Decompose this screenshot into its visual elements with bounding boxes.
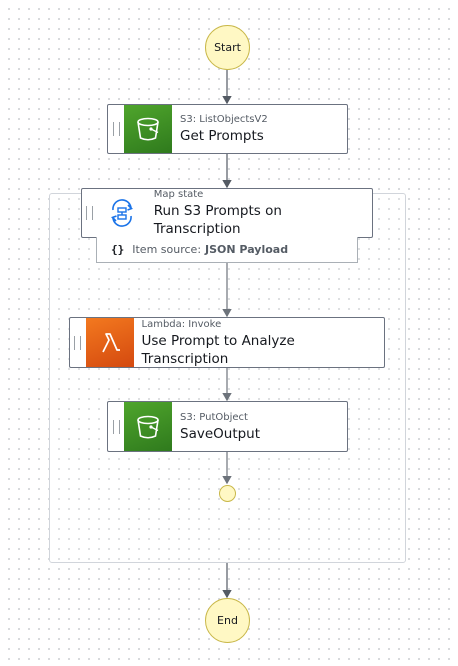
drag-handle[interactable] (108, 402, 124, 451)
map-iteration-end-node[interactable] (219, 485, 236, 502)
start-label: Start (214, 41, 241, 54)
state-type: Lambda: Invoke (141, 318, 222, 330)
state-map-run-prompts[interactable]: Map state Run S3 Prompts on Transcriptio… (81, 188, 373, 238)
lambda-icon (85, 318, 134, 367)
braces-icon: {} (111, 243, 125, 256)
state-name: Get Prompts (180, 128, 264, 144)
state-type: Map state (153, 189, 204, 200)
drag-handle[interactable] (82, 189, 98, 237)
state-lambda-analyze[interactable]: Lambda: Invoke Use Prompt to Analyze Tra… (69, 317, 385, 368)
item-source-label: Item source: (132, 243, 202, 256)
item-source-bar[interactable]: {} Item source: JSON Payload (96, 237, 358, 263)
state-type: S3: ListObjectsV2 (180, 114, 268, 125)
state-type: S3: PutObject (180, 411, 248, 423)
state-save-output[interactable]: S3: PutObject SaveOutput (107, 401, 348, 452)
state-name: Run S3 Prompts on Transcription (153, 203, 282, 237)
start-node[interactable]: Start (205, 25, 250, 70)
s3-bucket-icon (124, 105, 172, 153)
state-name: SaveOutput (180, 425, 261, 442)
drag-handle[interactable] (70, 318, 86, 367)
state-get-prompts[interactable]: S3: ListObjectsV2 Get Prompts (107, 104, 348, 154)
end-label: End (217, 614, 238, 627)
item-source-value: JSON Payload (205, 243, 289, 256)
map-state-icon (97, 189, 146, 237)
drag-handle[interactable] (108, 105, 124, 153)
state-name: Use Prompt to Analyze Transcription (141, 332, 295, 367)
end-node[interactable]: End (205, 598, 250, 643)
s3-bucket-icon (124, 402, 172, 451)
